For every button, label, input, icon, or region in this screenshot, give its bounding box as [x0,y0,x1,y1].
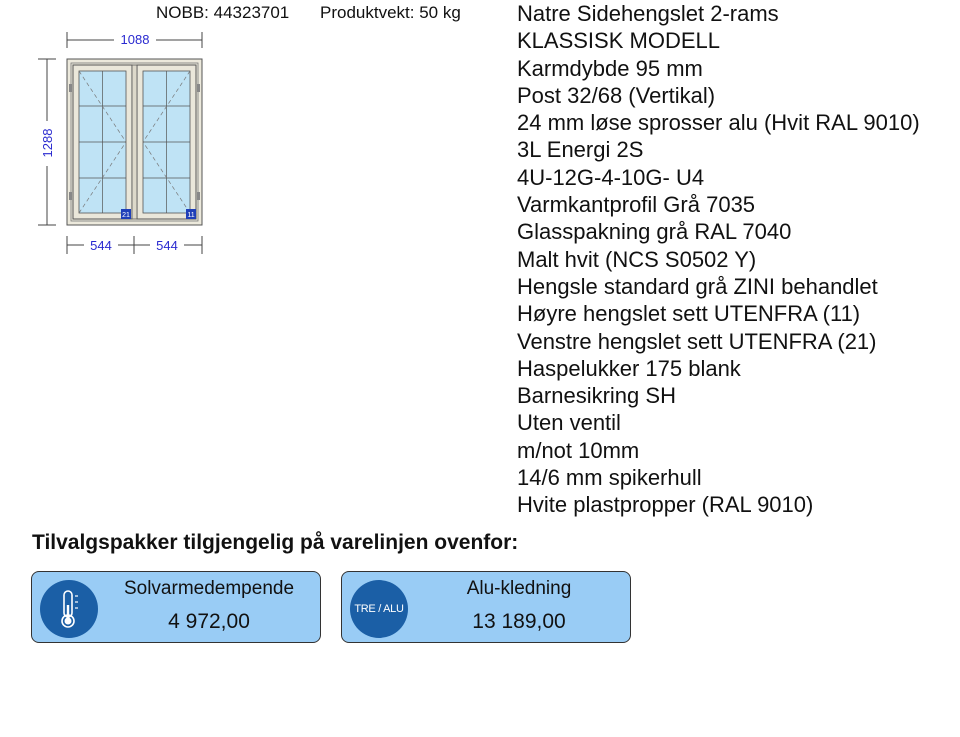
product-spec-list: Natre Sidehengslet 2-rams KLASSISK MODEL… [517,0,957,519]
window-drawing: 1088 1288 544 544 21 11 [38,32,203,254]
spec-line: Barnesikring SH [517,383,676,409]
left-sash-width-label: 544 [90,238,112,253]
spec-line: Natre Sidehengslet 2-rams [517,1,779,26]
spec-line: 14/6 mm spikerhull [517,465,702,491]
option-price: 13 189,00 [472,610,566,633]
spec-line: 24 mm løse sprosser alu (Hvit RAL 9010) [517,110,920,136]
height-dimension-label: 1288 [40,129,55,158]
product-weight: Produktvekt: 50 kg [320,3,461,22]
spec-line: Venstre hengslet sett UTENFRA (21) [517,328,877,354]
spec-line: Malt hvit (NCS S0502 Y) [517,246,757,272]
right-sash-marker: 11 [187,212,194,219]
right-sash-width-label: 544 [156,238,178,253]
option-name: Solvarmedempende [123,578,295,599]
option-name: Alu-kledning [466,578,572,599]
spec-line: Karmdybde 95 mm [517,55,703,81]
spec-line: Glasspakning grå RAL 7040 [517,219,792,245]
spec-line: Hvite plastpropper (RAL 9010) [517,492,814,518]
width-dimension-label: 1088 [121,32,150,47]
left-sash-marker: 21 [122,212,130,219]
spec-line: 4U-12G-4-10G- U4 [517,164,705,190]
spec-line: Haspelukker 175 blank [517,355,741,381]
spec-line: Uten ventil [517,410,621,436]
spec-line: 3L Energi 2S [517,137,644,163]
option-price: 4 972,00 [168,610,250,633]
spec-line: Hengsle standard grå ZINI behandlet [517,273,878,299]
options-heading: Tilvalgspakker tilgjengelig på varelinje… [32,531,519,554]
thermometer-icon [40,580,98,638]
option-card-solvarmedempende[interactable]: Solvarmedempende 4 972,00 [31,571,321,643]
spec-line: Varmkantprofil Grå 7035 [517,192,756,218]
spec-line: KLASSISK MODELL [517,28,720,54]
option-card-alu-kledning[interactable]: TRE / ALU Alu-kledning 13 189,00 [341,571,631,643]
wood-alu-icon: TRE / ALU [350,580,408,638]
spec-line: Post 32/68 (Vertikal) [517,82,716,108]
spec-line: m/not 10mm [517,437,640,463]
spec-line: Høyre hengslet sett UTENFRA (11) [517,301,861,327]
wood-alu-icon-label: TRE / ALU [354,603,404,615]
nobb-number: NOBB: 44323701 [156,3,290,22]
